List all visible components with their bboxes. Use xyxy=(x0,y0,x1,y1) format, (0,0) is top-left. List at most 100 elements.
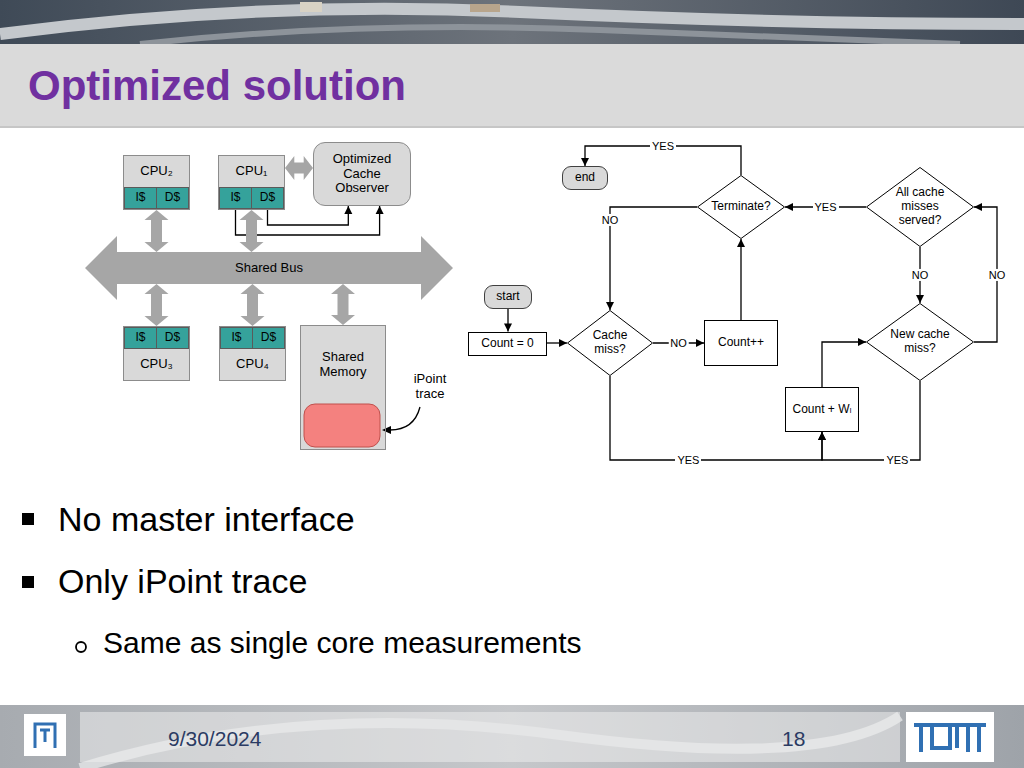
connector xyxy=(240,210,264,252)
connector xyxy=(737,239,745,320)
process-box: Count = 0 xyxy=(468,332,547,356)
text-area: Shared Bus xyxy=(85,236,453,300)
header-photo xyxy=(0,0,1024,44)
data-cache: D$ xyxy=(251,187,284,209)
text-area: end xyxy=(563,167,607,189)
shared-memory-fill xyxy=(300,325,386,450)
header-detail xyxy=(470,4,500,12)
node-text: D$ xyxy=(260,191,275,205)
text-area: New cache miss? xyxy=(866,303,974,381)
data-cache: D$ xyxy=(156,187,189,209)
node-text: CPU₁ xyxy=(236,164,268,179)
bullet-square xyxy=(22,576,34,588)
fat-arrow xyxy=(240,210,264,252)
observer-box: Optimized Cache Observer xyxy=(313,142,411,206)
connector-label: NO xyxy=(987,268,1008,280)
diamond-shape xyxy=(698,176,785,239)
node-text: D$ xyxy=(165,191,180,205)
title-band-shadow xyxy=(0,126,1024,128)
sub-bullet-text: Same as single core measurements xyxy=(103,626,582,661)
cpu-box: CPU₃ I$ D$ xyxy=(123,326,190,381)
fat-arrow xyxy=(145,210,169,252)
footer-photo xyxy=(0,705,1024,768)
fat-arrow xyxy=(331,284,355,325)
slide-title: Optimized solution xyxy=(28,62,406,110)
cpu-box: CPU₄ I$ D$ xyxy=(219,326,286,381)
arrowhead xyxy=(504,324,512,332)
connector xyxy=(504,309,512,332)
connector-label: YES xyxy=(650,140,676,152)
footer-date: 9/30/2024 xyxy=(168,727,261,751)
text-area: I$ xyxy=(221,328,252,348)
bullet-text: No master interface xyxy=(58,500,355,539)
text-area: I$ xyxy=(220,188,251,208)
arrowhead xyxy=(858,338,866,346)
leader-arrowhead xyxy=(382,426,391,434)
diamond-shape xyxy=(867,304,974,381)
connector-line xyxy=(236,206,380,235)
fat-arrow xyxy=(241,284,265,326)
node-text: All cache misses served? xyxy=(888,186,953,227)
node-text: Shared Bus xyxy=(235,261,303,276)
connector xyxy=(241,284,265,326)
connector xyxy=(145,210,169,252)
text-area: Shared Memory xyxy=(301,326,385,404)
text-area: CPU₂ xyxy=(124,156,189,187)
node-text: Count + Wₗ xyxy=(792,403,851,417)
node-text: I$ xyxy=(135,331,145,345)
node-text: D$ xyxy=(165,331,180,345)
header-detail xyxy=(300,2,322,12)
bullet-circle xyxy=(76,642,86,652)
connector xyxy=(145,284,169,326)
connector xyxy=(331,284,355,325)
text-area: D$ xyxy=(252,188,283,208)
connector xyxy=(822,338,866,387)
instruction-cache: I$ xyxy=(220,327,253,349)
connector-line xyxy=(610,207,697,310)
instruction-cache: I$ xyxy=(124,327,157,349)
process-box: Count++ xyxy=(704,320,778,366)
text-area: Count++ xyxy=(705,321,777,365)
connector xyxy=(547,339,567,347)
connector-label: YES xyxy=(812,201,838,213)
decision-diamond: Cache miss? xyxy=(567,310,653,376)
text-area: D$ xyxy=(253,328,284,348)
header-walkway xyxy=(140,27,960,44)
fat-arrow xyxy=(285,156,313,180)
data-cache: D$ xyxy=(252,327,285,349)
connector-label: YES xyxy=(884,454,910,466)
text-area: start xyxy=(485,286,531,308)
arrowhead xyxy=(376,206,384,214)
bullet-square xyxy=(22,513,34,525)
faculty-logo xyxy=(35,724,55,748)
text-area: CPU₄ xyxy=(220,349,285,380)
node-text: New cache miss? xyxy=(888,328,953,356)
tum-logo xyxy=(914,725,986,752)
arrowhead xyxy=(974,203,982,211)
arrowhead xyxy=(818,432,826,440)
text-area: Terminate? xyxy=(697,175,785,239)
text-area: CPU₃ xyxy=(124,349,189,380)
tum-logo-ground xyxy=(906,712,994,762)
node-text: Count = 0 xyxy=(481,337,533,351)
decision-diamond: Terminate? xyxy=(697,175,785,239)
connector-label: NO xyxy=(668,337,689,349)
terminal-pill: end xyxy=(562,166,608,190)
arrowhead xyxy=(818,432,826,440)
faculty-logo-ground xyxy=(24,714,66,756)
text-area: I$ xyxy=(125,328,156,348)
connector-line xyxy=(740,239,741,320)
connector-label: NO xyxy=(600,214,621,226)
node-text: D$ xyxy=(261,331,276,345)
leader-line xyxy=(390,407,420,430)
page-number: 18 xyxy=(782,727,805,751)
connector-label: NO xyxy=(910,269,931,281)
node-text: I$ xyxy=(231,331,241,345)
process-box: Count + Wₗ xyxy=(785,387,859,432)
arrowhead xyxy=(785,203,793,211)
node-text: Terminate? xyxy=(711,200,770,214)
fat-arrow xyxy=(145,284,169,326)
instruction-cache: I$ xyxy=(219,187,252,209)
shared-memory: Shared Memory xyxy=(300,325,386,450)
arrowhead xyxy=(581,158,589,166)
